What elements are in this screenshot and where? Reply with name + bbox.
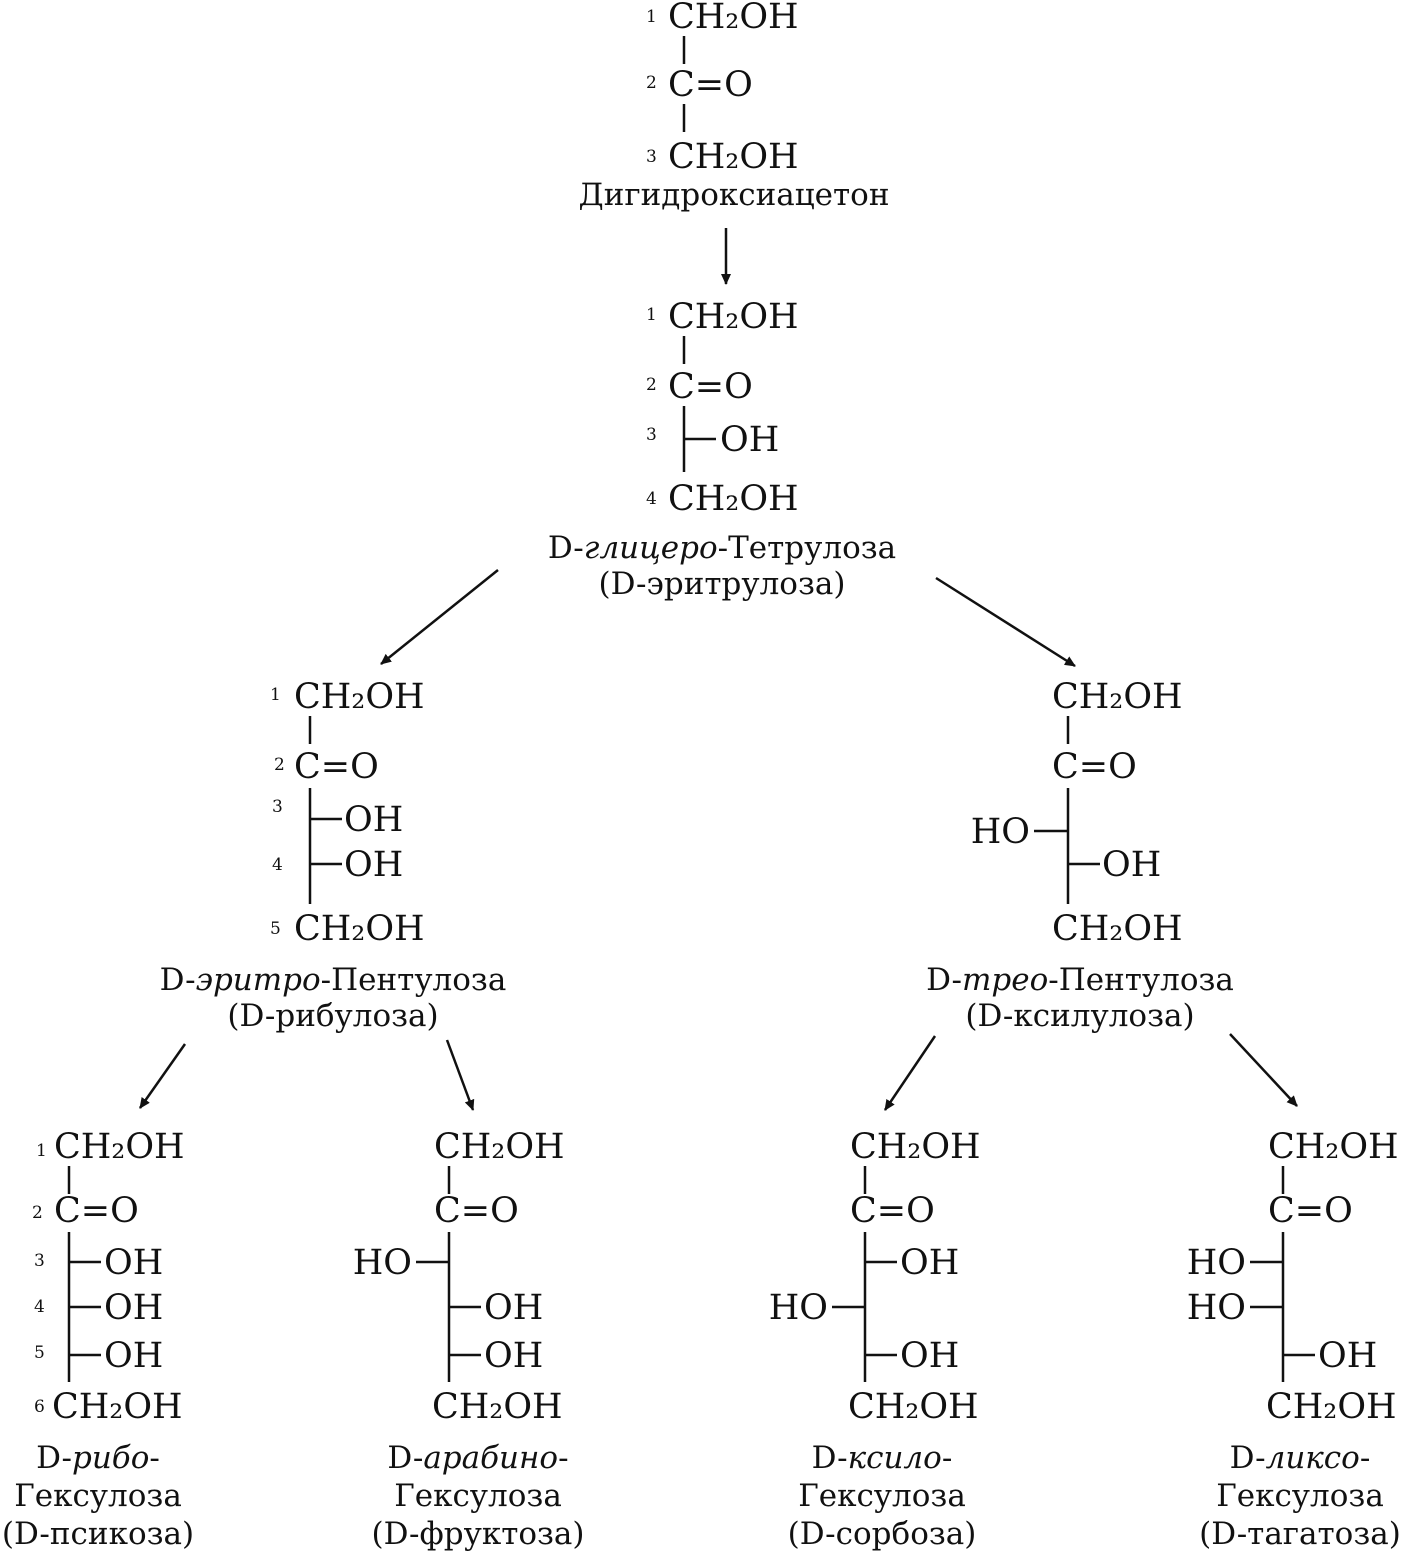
hydroxyl-group-c3: HO (1187, 1243, 1246, 1283)
carbonyl-group: C=O (294, 747, 379, 787)
xylulose-trivial-name: (D-ксилулоза) (965, 998, 1194, 1034)
carbonyl-group: C=O (668, 367, 753, 407)
ch2oh-group-top: CH₂OH (54, 1127, 185, 1167)
psicose-class-name: Гексулоза (14, 1478, 182, 1514)
tagatose-class-name: Гексулоза (1216, 1478, 1384, 1514)
ch2oh-group-bottom: CH₂OH (294, 909, 425, 949)
ch2oh-group-bottom: CH₂OH (668, 137, 799, 177)
hydroxyl-group-c4: OH (344, 845, 403, 885)
carbon-number-1: 1 (36, 1141, 47, 1161)
ribulose-trivial-name: (D-рибулоза) (227, 998, 438, 1034)
tetrulose-trivial-name: (D-эритрулоза) (599, 566, 846, 602)
ch2oh-group-top: CH₂OH (1052, 677, 1183, 717)
ch2oh-group-top: CH₂OH (434, 1127, 565, 1167)
tetrulose-name: D-глицеро-Тетрулоза (548, 530, 896, 566)
carbon-number-4: 4 (646, 489, 657, 509)
hydroxyl-group-c3: HO (353, 1243, 412, 1283)
ch2oh-group-top: CH₂OH (668, 297, 799, 337)
hydroxyl-group-c3: OH (720, 420, 779, 460)
carbon-number-4: 4 (34, 1297, 45, 1317)
tagatose-trivial-name: (D-тагатоза) (1199, 1516, 1401, 1552)
carbon-number-5: 5 (270, 919, 281, 939)
ch2oh-group-bottom: CH₂OH (1052, 909, 1183, 949)
fructose-structure: CH₂OH C=O HO OH OH CH₂OH D-арабино- Гекс… (353, 1127, 585, 1552)
hydroxyl-group-c3: HO (971, 812, 1030, 852)
psicose-name: D-рибо- (36, 1440, 160, 1476)
carbonyl-group: C=O (434, 1191, 519, 1231)
hydroxyl-group-c5: OH (900, 1336, 959, 1376)
arrow-tetrulose-to-ribulose (380, 569, 499, 665)
hydroxyl-group-c4: OH (1102, 845, 1161, 885)
carbon-number-2: 2 (646, 375, 657, 395)
ch2oh-group-bottom: CH₂OH (848, 1387, 979, 1427)
arrow-ribulose-to-fructose (445, 1039, 475, 1111)
ch2oh-group-top: CH₂OH (850, 1127, 981, 1167)
carbon-number-1: 1 (646, 7, 657, 27)
sorbose-structure: CH₂OH C=O OH HO OH CH₂OH D-ксило- Гексул… (769, 1127, 981, 1552)
arrow-xylulose-to-tagatose (1229, 1033, 1298, 1107)
fructose-name: D-арабино- (387, 1440, 568, 1476)
sorbose-trivial-name: (D-сорбоза) (788, 1516, 977, 1552)
carbon-number-3: 3 (34, 1251, 45, 1271)
carbon-number-2: 2 (274, 755, 285, 775)
ch2oh-group-top: CH₂OH (668, 0, 799, 37)
carbon-number-3: 3 (646, 147, 657, 167)
carbon-number-3: 3 (272, 797, 283, 817)
ch2oh-group-bottom: CH₂OH (668, 479, 799, 519)
hydroxyl-group-c4: HO (1187, 1288, 1246, 1328)
hydroxyl-group-c5: OH (104, 1336, 163, 1376)
psicose-structure: 1 CH₂OH 2 C=O 3 OH 4 OH 5 OH 6 CH₂OH D-р… (2, 1127, 194, 1552)
carbon-number-1: 1 (646, 305, 657, 325)
hydroxyl-group-c5: OH (1318, 1336, 1377, 1376)
arrow-xylulose-to-sorbose (883, 1035, 937, 1111)
hydroxyl-group-c4: OH (104, 1288, 163, 1328)
carbon-number-3: 3 (646, 425, 657, 445)
ch2oh-group-top: CH₂OH (294, 677, 425, 717)
ch2oh-group-bottom: CH₂OH (52, 1387, 183, 1427)
carbonyl-group: C=O (1052, 747, 1137, 787)
fructose-trivial-name: (D-фруктоза) (371, 1516, 584, 1552)
arrow-tetrulose-to-xylulose (935, 576, 1076, 668)
carbon-number-2: 2 (32, 1203, 43, 1223)
hydroxyl-group-c3: OH (104, 1243, 163, 1283)
ch2oh-group-top: CH₂OH (1268, 1127, 1399, 1167)
fructose-class-name: Гексулоза (394, 1478, 562, 1514)
ribulose-name: D-эритро-Пентулоза (160, 962, 507, 998)
carbonyl-group: C=O (850, 1191, 935, 1231)
dihydroxyacetone-name: Дигидроксиацетон (579, 177, 890, 213)
tagatose-name: D-ликсо- (1230, 1440, 1371, 1476)
hydroxyl-group-c4: OH (484, 1288, 543, 1328)
ch2oh-group-bottom: CH₂OH (1266, 1387, 1397, 1427)
hydroxyl-group-c5: OH (484, 1336, 543, 1376)
carbon-number-4: 4 (272, 855, 283, 875)
xylulose-structure: CH₂OH C=O HO OH CH₂OH D-трео-Пентулоза (… (926, 677, 1234, 1034)
carbonyl-group: C=O (54, 1191, 139, 1231)
xylulose-name: D-трео-Пентулоза (926, 962, 1234, 998)
hydroxyl-group-c3: OH (344, 800, 403, 840)
sorbose-class-name: Гексулоза (798, 1478, 966, 1514)
tetrulose-structure: 1 CH₂OH 2 C=O 3 OH 4 CH₂OH D-глицеро-Тет… (548, 297, 896, 602)
tagatose-structure: CH₂OH C=O HO HO OH CH₂OH D-ликсо- Гексул… (1187, 1127, 1401, 1552)
carbonyl-group: C=O (668, 65, 753, 105)
psicose-trivial-name: (D-псикоза) (2, 1516, 194, 1552)
ch2oh-group-bottom: CH₂OH (432, 1387, 563, 1427)
arrow-ribulose-to-psicose (138, 1043, 187, 1109)
carbon-number-5: 5 (34, 1343, 45, 1363)
carbon-number-1: 1 (270, 685, 281, 705)
hydroxyl-group-c3: OH (900, 1243, 959, 1283)
carbon-number-2: 2 (646, 73, 657, 93)
carbon-number-6: 6 (34, 1397, 45, 1417)
dihydroxyacetone-structure: 1 CH₂OH 2 C=O 3 CH₂OH Дигидроксиацетон (579, 0, 890, 213)
sorbose-name: D-ксило- (812, 1440, 953, 1476)
hydroxyl-group-c4: HO (769, 1288, 828, 1328)
carbonyl-group: C=O (1268, 1191, 1353, 1231)
ribulose-structure: 1 CH₂OH 2 C=O 3 OH 4 OH 5 CH₂OH D-эритро… (160, 677, 507, 1034)
